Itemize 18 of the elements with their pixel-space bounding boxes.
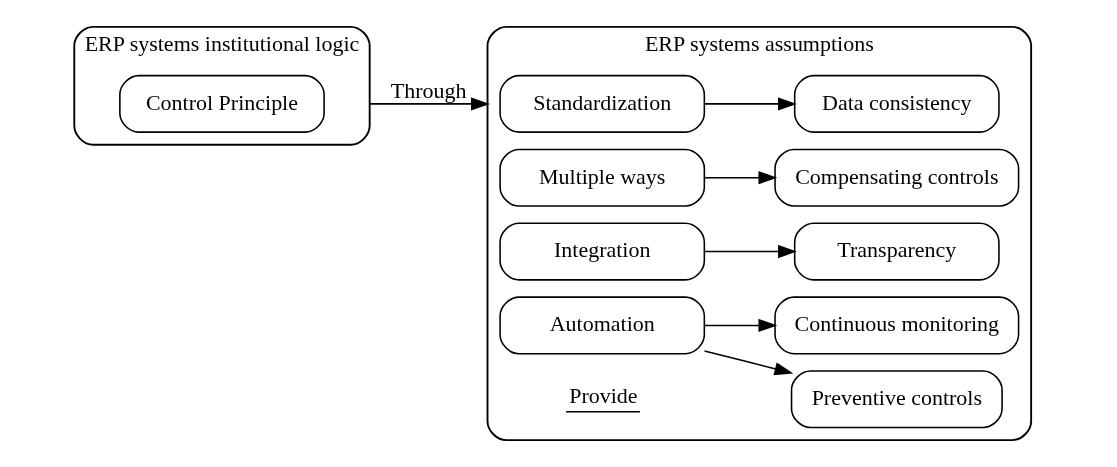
node-box: Compensating controls (773, 148, 1019, 207)
edge-label: Through (390, 77, 466, 103)
node-box: Preventive controls (790, 370, 1003, 429)
node-box: Control Principle (118, 74, 325, 133)
arrow (703, 97, 797, 111)
arrow (368, 97, 490, 111)
node-box: Multiple ways (498, 148, 705, 207)
arrow (703, 171, 777, 185)
node-box: Continuous monitoring (773, 296, 1019, 355)
arrow (703, 244, 797, 259)
node-box: Integration (498, 222, 705, 281)
node-box: Transparency (793, 222, 1000, 281)
legend-label: Provide (568, 382, 638, 408)
node-box: Data consistency (793, 74, 1000, 133)
arrow (703, 318, 777, 332)
node-box: Automation (498, 296, 705, 355)
arrow (703, 350, 793, 376)
node-box: Standardization (498, 74, 705, 133)
